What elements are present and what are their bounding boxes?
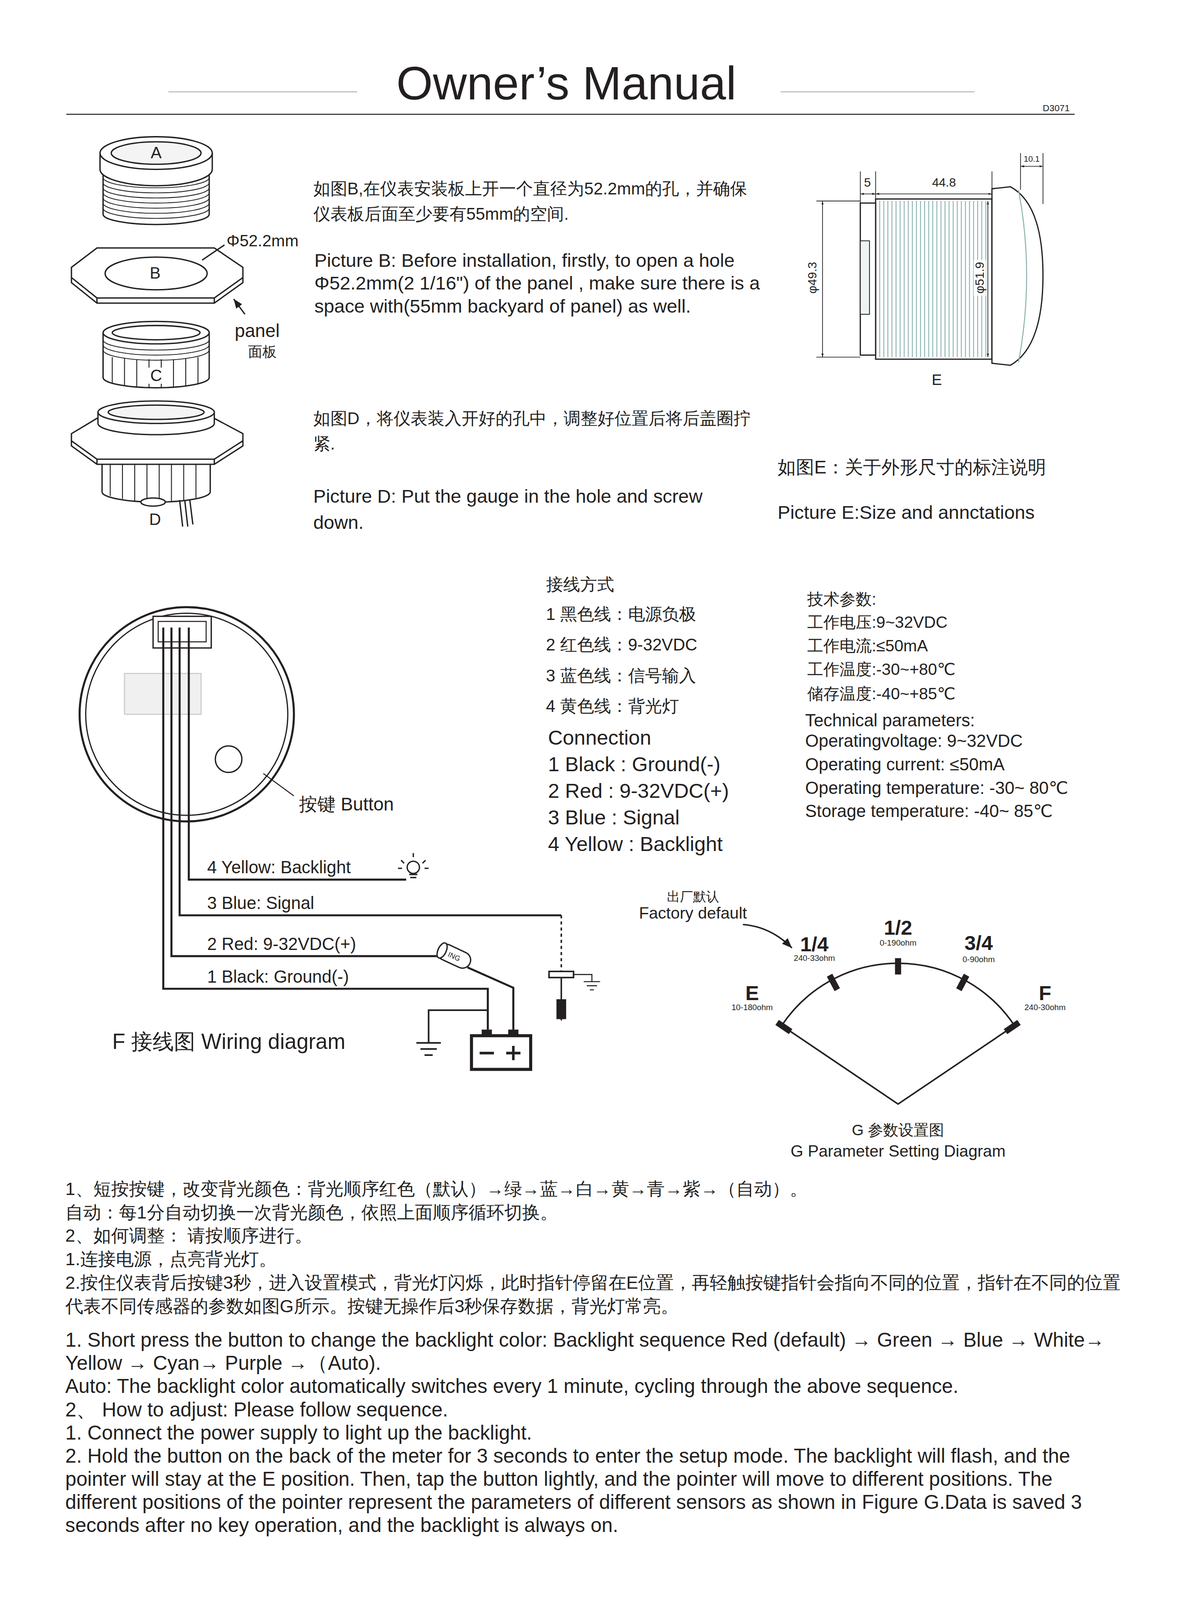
instruction-paragraph: 2. Hold the button on the back of the me…: [65, 1444, 1122, 1537]
pin-name: 1 Black : Ground(-): [547, 754, 721, 775]
spec-text: 储存温度:-40~+85℃: [807, 685, 956, 702]
wire-color: 3 蓝色线：信号输入: [546, 667, 697, 685]
part-letter: B: [149, 265, 161, 282]
section-heading: Connection: [547, 727, 652, 748]
button-label: 按键 Button: [299, 795, 395, 814]
resistance-range: 10-180ohm: [731, 1003, 773, 1012]
dimension: Φ52.2mm: [226, 232, 299, 249]
dimension: φ49.3: [806, 261, 819, 294]
spec-text: Operatingvoltage: 9~32VDC: [805, 732, 1023, 750]
instruction-paragraph: 2.按住仪表背后按键3秒，进入设置模式，背光灯闪烁，此时指针停留在E位置，再轻触…: [65, 1271, 1122, 1319]
spec-text: 工作电压:9~32VDC: [807, 614, 948, 631]
spec-heading: Technical parameters:: [805, 711, 975, 730]
header-rule: [66, 113, 1075, 115]
resistance-range: 0-190ohm: [879, 938, 917, 948]
instruction-paragraph: 2、如何调整： 请按顺序进行。: [65, 1223, 1122, 1248]
drawing-number: D3071: [1042, 103, 1070, 113]
dimension: 5: [863, 176, 871, 189]
wire-label: 4 Yellow: Backlight: [207, 858, 351, 877]
pin-name: 2 Red : 9-32VDC(+): [547, 780, 729, 802]
spec-text: 工作温度:-30~+80℃: [807, 661, 956, 678]
spec-text: Operating temperature: -30~ 80℃: [805, 779, 1068, 797]
instruction-paragraph: 自动：每1分自动切换一次背光颜色，依照上面顺序循环切换。: [65, 1200, 1122, 1225]
gauge-mark: 1/4: [800, 933, 829, 955]
part-letter: A: [150, 144, 162, 161]
dimension-drawing: [816, 152, 1044, 366]
ignition-key: [435, 941, 474, 971]
figure-caption: F 接线图 Wiring diagram: [112, 1030, 346, 1052]
pin-name: 3 Blue : Signal: [547, 807, 680, 828]
wire-color: 4 黄色线：背光灯: [546, 697, 680, 715]
section-heading: 接线方式: [546, 576, 615, 594]
part-name: 面板: [248, 344, 277, 360]
part-name: panel: [234, 321, 280, 340]
panel-plate: [71, 244, 245, 315]
figure-caption: G 参数设置图: [851, 1121, 945, 1138]
figure-caption: G Parameter Setting Diagram: [790, 1142, 1006, 1160]
dimension: 44.8: [931, 176, 956, 189]
wiring-diagram: [79, 607, 601, 1070]
instruction-paragraph: 1. Connect the power supply to light up …: [65, 1420, 1122, 1445]
instruction-text: 如图D，将仪表装入开好的孔中，调整好位置后将后盖圈拧紧.: [313, 405, 753, 457]
dimension: 10.1: [1023, 155, 1040, 164]
sender-symbol: [549, 971, 601, 1020]
wire-color: 2 红色线：9-32VDC: [546, 636, 698, 654]
callout-text: 出厂默认: [666, 889, 720, 903]
resistance-range: 240-30ohm: [1024, 1003, 1066, 1012]
gauge-mark: 3/4: [964, 932, 993, 954]
bezel-part: [99, 136, 213, 225]
assembled-gauge: [71, 401, 243, 527]
spec-text: Storage temperature: -40~ 85℃: [805, 802, 1053, 820]
instruction-text: 如图B,在仪表安装板上开一个直径为52.2mm的孔，并确保仪表板后面至少要有55…: [313, 176, 748, 227]
instruction-paragraph: 1.连接电源，点亮背光灯。: [65, 1247, 1122, 1272]
instruction-paragraph: 1. Short press the button to change the …: [65, 1328, 1122, 1375]
part-letter: C: [148, 367, 164, 384]
part-letter: D: [149, 511, 161, 528]
page-title: Owner’s Manual: [396, 60, 737, 108]
spec-heading: 技术参数:: [807, 591, 877, 608]
battery-symbol: [471, 1029, 531, 1070]
spec-text: Operating current: ≤50mA: [805, 755, 1005, 774]
wire-label: 3 Blue: Signal: [207, 894, 315, 912]
gauge-mark: F: [1038, 982, 1052, 1004]
instruction-block: 1、短按按键，改变背光颜色：背光顺序红色（默认）→绿→蓝→白→黄→青→紫→（自动…: [65, 1177, 1122, 1537]
gauge-mark: 1/2: [883, 917, 913, 939]
figure-letter: E: [931, 371, 942, 388]
instruction-paragraph: Auto: The backlight color automatically …: [65, 1374, 1122, 1398]
nut-part: [102, 321, 209, 388]
instruction-text: Picture B: Before installation, firstly,…: [314, 248, 786, 318]
backlight-lamp: [397, 853, 429, 878]
wire-color: 1 黑色线：电源负极: [546, 605, 697, 623]
spec-text: 工作电流:≤50mA: [807, 637, 928, 654]
figure-caption: Picture E:Size and annctations: [777, 503, 1035, 522]
wire-label: 2 Red: 9-32VDC(+): [207, 935, 357, 953]
resistance-range: 240-33ohm: [793, 954, 836, 963]
gauge-mark: E: [745, 982, 759, 1004]
pin-name: 4 Yellow : Backlight: [547, 833, 723, 855]
callout-text: Factory default: [638, 905, 748, 922]
instruction-paragraph: 1、短按按键，改变背光颜色：背光顺序红色（默认）→绿→蓝→白→黄→青→紫→（自动…: [65, 1177, 1122, 1201]
instruction-text: Picture D: Put the gauge in the hole and…: [313, 482, 742, 536]
parameter-dial: [742, 924, 1019, 1105]
figure-caption: 如图E：关于外形尺寸的标注说明: [777, 458, 1047, 477]
dimension: φ51.9: [973, 259, 986, 296]
wire-label: 1 Black: Ground(-): [207, 968, 349, 986]
resistance-range: 0-90ohm: [962, 955, 995, 964]
instruction-paragraph: 2、 How to adjust: Please follow sequence…: [65, 1397, 1122, 1421]
